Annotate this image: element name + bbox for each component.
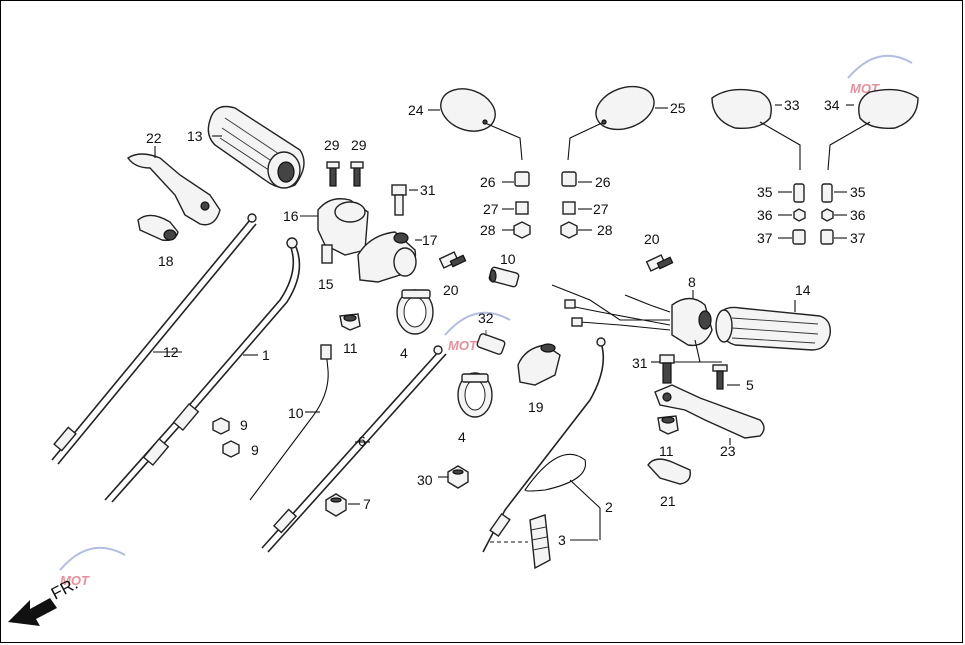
callout-3: 3 — [558, 532, 566, 548]
speedometer-cable — [261, 345, 447, 553]
callout-37-right: 37 — [850, 230, 866, 246]
callout-6: 6 — [358, 433, 366, 449]
clutch-cable — [51, 213, 257, 465]
callout-35-right: 35 — [850, 184, 866, 200]
callout-2: 2 — [605, 499, 613, 515]
mirror-right — [567, 85, 655, 161]
switch-10 — [488, 266, 520, 288]
callout-18: 18 — [158, 253, 174, 269]
callout-32: 32 — [478, 310, 494, 326]
callout-31-left: 31 — [420, 182, 436, 198]
callout-27-left: 27 — [483, 201, 499, 217]
bolt-20-right — [645, 254, 674, 272]
cable-boot — [490, 514, 551, 570]
callout-23: 23 — [720, 443, 736, 459]
watermark-logo-icon: MOT — [59, 546, 126, 588]
callout-34: 34 — [824, 97, 840, 113]
callout-11-right: 11 — [659, 443, 674, 459]
brake-perch — [517, 343, 561, 386]
lever-cover — [137, 214, 179, 242]
throttle-cable — [104, 237, 301, 503]
callout-33: 33 — [784, 97, 800, 113]
watermark-text: MOT — [60, 573, 90, 588]
left-lever — [127, 153, 221, 226]
callout-28-left: 28 — [480, 222, 496, 238]
callout-10-lower: 10 — [288, 405, 304, 421]
left-grip — [207, 105, 305, 189]
watermark-text: MOT — [448, 338, 478, 353]
nut-7 — [325, 493, 347, 517]
callout-36-left: 36 — [757, 207, 773, 223]
nut-30 — [447, 465, 469, 489]
callout-13: 13 — [187, 128, 203, 144]
watermark-logo-icon: MOT — [444, 311, 511, 353]
callout-10-upper: 10 — [500, 251, 516, 267]
bolt-20-left — [438, 251, 467, 269]
callout-27-right: 27 — [593, 201, 609, 217]
callout-26-left: 26 — [480, 174, 496, 190]
choke-cable — [249, 344, 332, 501]
nut-11-right — [657, 415, 679, 435]
callout-25: 25 — [670, 100, 686, 116]
callout-36-right: 36 — [850, 207, 866, 223]
callout-16: 16 — [283, 208, 299, 224]
front-arrow-icon: FR. — [8, 574, 81, 626]
mirror-left — [440, 88, 523, 161]
callout-numbers: 1 2 3 4 4 5 6 7 8 9 9 10 10 11 11 12 13 … — [146, 97, 866, 548]
mirror-hardware-left — [513, 171, 531, 239]
callout-20-right: 20 — [644, 231, 660, 247]
callout-7: 7 — [363, 496, 371, 512]
callout-21: 21 — [660, 493, 676, 509]
nut-11-left — [339, 313, 361, 331]
callout-29-right: 29 — [351, 137, 367, 153]
callout-8: 8 — [688, 274, 696, 290]
nut-9-lower — [222, 440, 240, 458]
callout-14: 14 — [795, 282, 811, 298]
clamp-4-lower — [457, 372, 493, 418]
callout-1: 1 — [262, 347, 270, 363]
callout-5: 5 — [746, 377, 754, 393]
clamp-4-upper — [396, 289, 434, 335]
right-switch-housing — [551, 284, 722, 363]
right-lever — [654, 384, 765, 439]
callout-28-right: 28 — [597, 222, 613, 238]
mirror-33 — [711, 88, 801, 170]
callout-9-upper: 9 — [240, 417, 248, 433]
right-grip — [715, 306, 831, 351]
switch-32 — [476, 330, 506, 355]
screw-5 — [712, 364, 728, 390]
mirror-34 — [827, 88, 919, 171]
callout-20-left: 20 — [443, 282, 459, 298]
callout-15: 15 — [318, 276, 334, 292]
screws-29 — [326, 161, 364, 187]
callout-4-upper: 4 — [400, 345, 408, 361]
bolt-31-left — [391, 184, 407, 216]
callout-24: 24 — [408, 102, 424, 118]
callout-37-left: 37 — [757, 230, 773, 246]
callout-31-right: 31 — [632, 355, 648, 371]
callout-26-right: 26 — [595, 174, 611, 190]
mirror-hardware-34 — [820, 183, 834, 245]
lever-cover-21 — [647, 458, 691, 485]
callout-35-left: 35 — [757, 184, 773, 200]
nut-9-upper — [212, 417, 230, 435]
callout-22: 22 — [146, 130, 162, 146]
callout-19: 19 — [528, 399, 544, 415]
callout-30: 30 — [417, 472, 433, 488]
mirror-hardware-33 — [792, 183, 806, 245]
callout-11-left: 11 — [343, 340, 358, 356]
callout-12: 12 — [163, 344, 179, 360]
callout-17: 17 — [422, 232, 438, 248]
callout-29-left: 29 — [324, 137, 340, 153]
callout-4-lower: 4 — [458, 429, 466, 445]
callout-9-lower: 9 — [251, 442, 259, 458]
leader-lines — [153, 104, 854, 541]
throttle-housing — [317, 198, 417, 283]
mirror-hardware-right — [560, 171, 578, 239]
bolt-31-right — [659, 354, 675, 384]
brake-cable — [482, 337, 606, 553]
